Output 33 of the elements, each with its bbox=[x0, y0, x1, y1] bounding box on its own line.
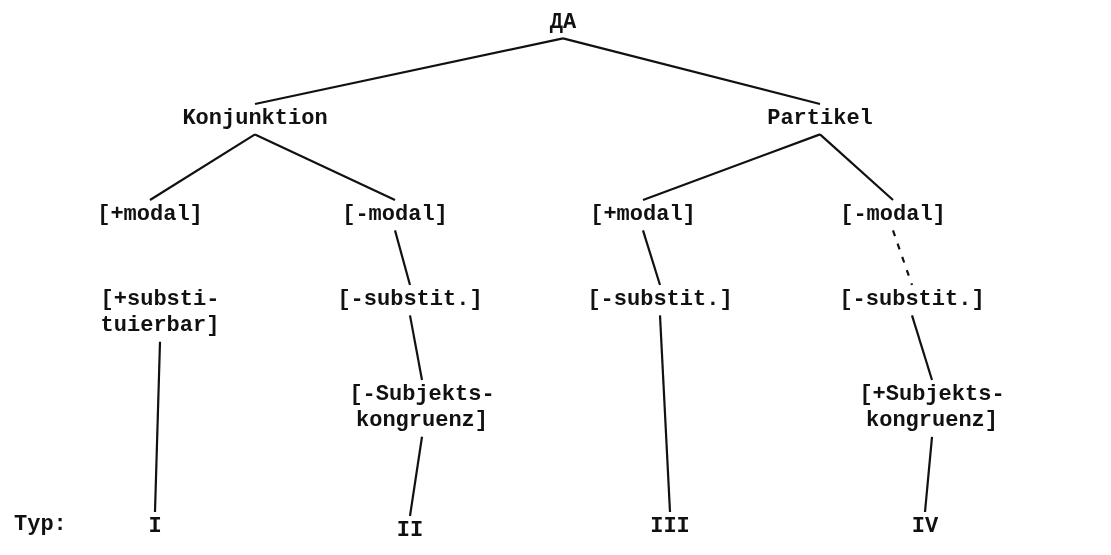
feature-label: II bbox=[395, 518, 425, 545]
feature-label: [-modal] bbox=[839, 202, 947, 229]
feature-label: [-substit.] bbox=[336, 287, 484, 314]
tree-branch-line bbox=[562, 37, 821, 106]
feature-label: [+substi- tuierbar] bbox=[99, 287, 221, 340]
feature-label: [-modal] bbox=[341, 202, 449, 229]
feature-label: [-Subjekts- kongruenz] bbox=[348, 382, 496, 435]
tree-branch-line bbox=[254, 37, 564, 106]
feature-label: [+modal] bbox=[96, 202, 204, 229]
feature-label: IV bbox=[910, 514, 940, 541]
feature-label: Konjunktion bbox=[181, 106, 329, 133]
feature-label: ДА bbox=[548, 10, 578, 37]
tree-branch-line bbox=[153, 341, 162, 513]
feature-label: I bbox=[147, 514, 163, 541]
tree-branch-line bbox=[393, 230, 412, 286]
feature-label: [-substit.] bbox=[586, 287, 734, 314]
tree-branch-line bbox=[891, 230, 914, 286]
tree-branch-line bbox=[658, 315, 672, 513]
tree-branch-line bbox=[819, 133, 894, 201]
tree-branch-line bbox=[642, 133, 821, 202]
feature-label: [+modal] bbox=[589, 202, 697, 229]
tree-branch-line bbox=[149, 133, 256, 201]
tree-branch-line bbox=[408, 315, 424, 381]
tree-branch-line bbox=[408, 436, 424, 517]
feature-label: [+Subjekts- kongruenz] bbox=[858, 382, 1006, 435]
tree-branch-line bbox=[923, 436, 934, 513]
tree-branch-line bbox=[641, 230, 662, 286]
tree-branch-line bbox=[910, 315, 934, 381]
tree-branch-line bbox=[254, 133, 396, 201]
row-label: Typ: bbox=[14, 512, 67, 539]
feature-label: III bbox=[649, 514, 691, 541]
feature-label: [-substit.] bbox=[838, 287, 986, 314]
feature-label: Partikel bbox=[766, 106, 874, 133]
